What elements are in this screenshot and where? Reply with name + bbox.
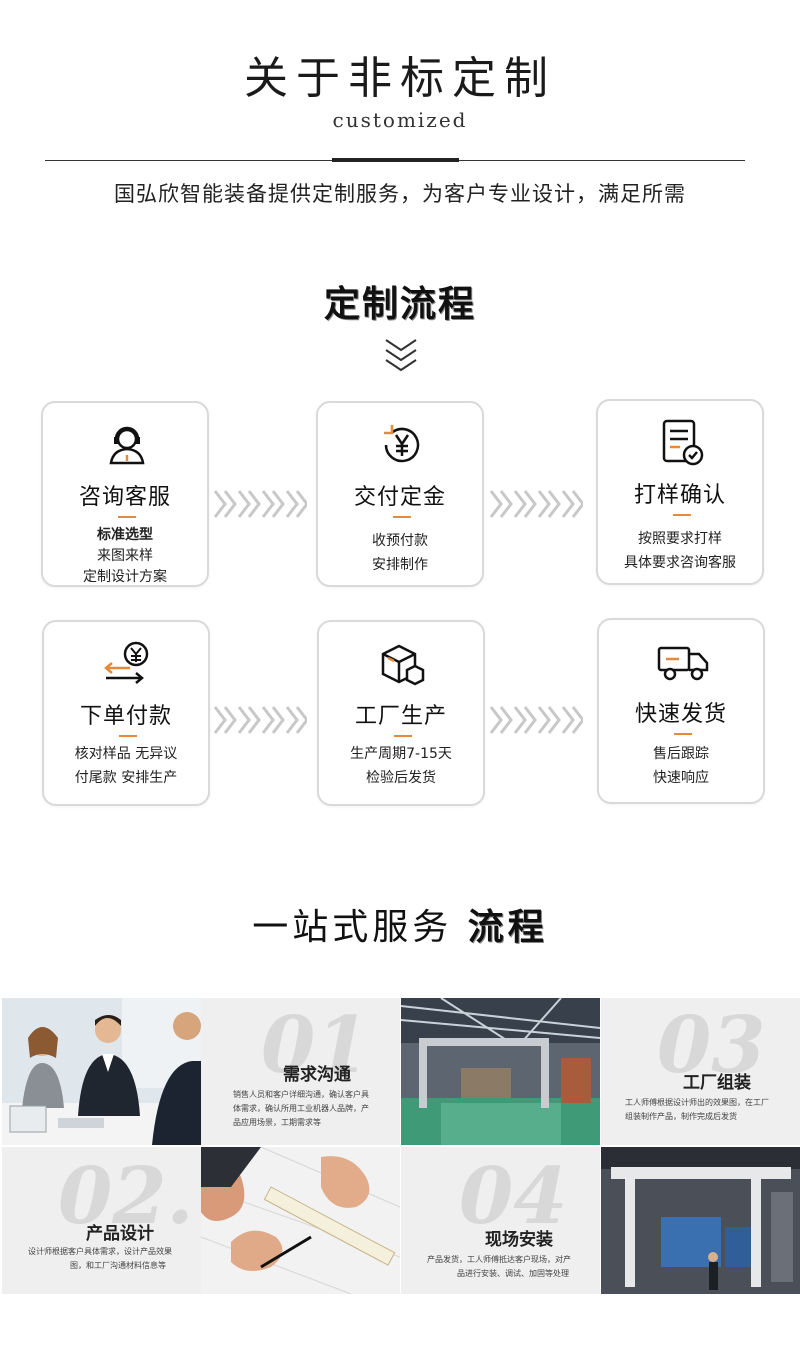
factory-floor-illustration [401, 998, 600, 1145]
step-title: 工厂组装 [683, 1073, 751, 1093]
step-card-deposit: 交付定金 收预付款 安排制作 [316, 401, 484, 587]
desc-line: 销售人员和客户详细沟通，确认客户具 [233, 1090, 369, 1099]
step-description: 核对样品 无异议 付尾款 安排生产 [44, 742, 208, 790]
accent-dash [118, 516, 136, 518]
truck-icon [657, 646, 709, 681]
about-header: 关于非标定制 customized 国弘欣智能装备提供定制服务，为客户专业设计，… [0, 0, 800, 230]
onestop-title: 一站式服务 流程 [0, 898, 800, 950]
intro-text: 国弘欣智能装备提供定制服务，为客户专业设计，满足所需 [114, 182, 686, 206]
step-card-shipping: 快速发货 售后跟踪 快速响应 [597, 618, 765, 804]
customer-service-icon [109, 426, 145, 465]
step-description: 设计师根据客户具体需求，设计产品效果 图，和工厂沟通材料信息等 [28, 1245, 196, 1273]
desc-line: 品进行安装、调试、加固等处理 [457, 1269, 569, 1278]
desc-line: 体需求，确认所用工业机器人品牌，产 [233, 1104, 369, 1113]
step-title: 现场安装 [485, 1230, 553, 1250]
step-title: 交付定金 [353, 485, 446, 510]
photo-business-meeting [2, 998, 201, 1145]
step-title: 打样确认 [633, 483, 726, 508]
payment-transfer-icon [104, 641, 149, 684]
boxes-icon [381, 644, 425, 686]
step-title: 产品设计 [86, 1224, 154, 1244]
desc-line: 产品发货，工人师傅抵达客户现场，对产 [427, 1255, 571, 1264]
desc-line: 组装制作产品，制作完成后发货 [625, 1112, 737, 1121]
step-number: 04 [459, 1151, 568, 1242]
step-card-payment: 下单付款 核对样品 无异议 付尾款 安排生产 [42, 620, 210, 806]
step-line: 检验后发货 [366, 770, 436, 786]
step-line: 安排制作 [372, 557, 428, 573]
desc-line: 设计师根据客户具体需求，设计产品效果 [28, 1247, 172, 1256]
step-title: 快速发货 [634, 702, 727, 727]
step-card-production: 工厂生产 生产周期7-15天 检验后发货 [317, 620, 485, 806]
step-title: 咨询客服 [78, 485, 171, 510]
double-chevron-right-icon [213, 706, 307, 734]
onestop-title-emphasis: 流程 [467, 907, 548, 948]
step-line: 按照要求打样 [638, 531, 722, 547]
accent-dash [393, 516, 411, 518]
page-subtitle: customized [332, 108, 468, 132]
step-number: 02. [58, 1151, 194, 1242]
business-meeting-illustration [2, 998, 201, 1145]
accent-dash [394, 735, 412, 737]
step-line: 定制设计方案 [83, 569, 167, 585]
step-description: 标准选型 来图来样 定制设计方案 [43, 525, 207, 588]
step-line: 付尾款 安排生产 [74, 770, 178, 786]
step-description: 工人师傅根据设计师出的效果图，在工厂 组装制作产品，制作完成后发货 [625, 1096, 795, 1124]
document-check-icon [662, 419, 704, 466]
chevrons-down-icon [385, 339, 417, 372]
step-line: 快速响应 [653, 770, 709, 786]
photo-factory-floor [401, 998, 600, 1145]
desc-line: 图，和工厂沟通材料信息等 [70, 1261, 166, 1270]
double-chevron-right-icon [489, 706, 583, 734]
accent-dash [673, 514, 691, 516]
photo-site-installation [601, 1147, 800, 1294]
design-drawing-illustration [201, 1147, 400, 1294]
desc-line: 品应用场景，工期需求等 [233, 1118, 321, 1127]
step-line: 生产周期7-15天 [350, 746, 452, 762]
flow-title: 定制流程 [323, 284, 476, 325]
step-line: 核对样品 无异议 [74, 746, 178, 762]
step-description: 生产周期7-15天 检验后发货 [319, 742, 483, 790]
page-title: 关于非标定制 [244, 53, 556, 104]
site-installation-illustration [601, 1147, 800, 1294]
step-number: 03 [657, 1000, 766, 1091]
step-line: 标准选型 [97, 527, 153, 543]
step-title: 需求沟通 [283, 1065, 351, 1085]
service-step-02: 02. 产品设计 设计师根据客户具体需求，设计产品效果 图，和工厂沟通材料信息等 [2, 1147, 201, 1294]
photo-design-drawing [201, 1147, 400, 1294]
service-step-04: 04 现场安装 产品发货，工人师傅抵达客户现场，对产 品进行安装、调试、加固等处… [401, 1147, 600, 1294]
step-description: 收预付款 安排制作 [318, 529, 482, 577]
double-chevron-right-icon [489, 490, 583, 518]
step-description: 销售人员和客户详细沟通，确认客户具 体需求，确认所用工业机器人品牌，产 品应用场… [233, 1088, 393, 1130]
service-step-03: 03 工厂组装 工人师傅根据设计师出的效果图，在工厂 组装制作产品，制作完成后发… [601, 998, 800, 1145]
onestop-title-main: 一站式服务 [252, 907, 453, 948]
divider-accent [332, 158, 459, 162]
double-chevron-right-icon [213, 490, 307, 518]
accent-dash [674, 733, 692, 735]
step-line: 售后跟踪 [653, 746, 709, 762]
service-step-01: 01 需求沟通 销售人员和客户详细沟通，确认客户具 体需求，确认所用工业机器人品… [201, 998, 400, 1145]
step-line: 来图来样 [97, 548, 153, 564]
step-line: 收预付款 [372, 533, 428, 549]
step-description: 售后跟踪 快速响应 [599, 742, 763, 790]
step-title: 工厂生产 [354, 704, 447, 729]
step-card-consult: 咨询客服 标准选型 来图来样 定制设计方案 [41, 401, 209, 587]
yuan-refresh-icon [384, 425, 420, 463]
desc-line: 工人师傅根据设计师出的效果图，在工厂 [625, 1098, 769, 1107]
step-title: 下单付款 [79, 704, 172, 729]
step-description: 按照要求打样 具体要求咨询客服 [598, 527, 762, 575]
accent-dash [119, 735, 137, 737]
step-description: 产品发货，工人师傅抵达客户现场，对产 品进行安装、调试、加固等处理 [427, 1253, 595, 1281]
step-number: 01 [261, 1000, 370, 1091]
step-line: 具体要求咨询客服 [624, 555, 736, 571]
step-card-sample: 打样确认 按照要求打样 具体要求咨询客服 [596, 399, 764, 585]
